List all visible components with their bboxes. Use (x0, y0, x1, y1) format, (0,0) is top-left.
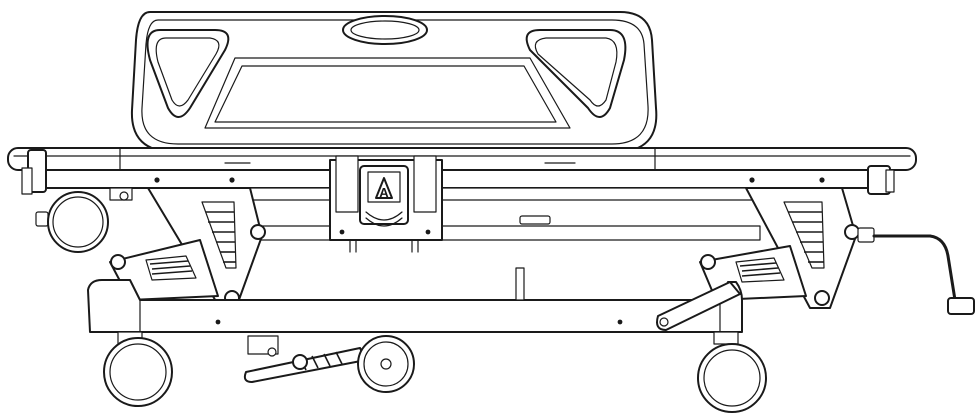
left-bracket (109, 187, 266, 309)
left-spool-icon (35, 187, 133, 253)
control-panel-icon: A (329, 155, 443, 253)
hand-crank-icon (857, 227, 975, 315)
base-frame (87, 267, 743, 333)
wheel-icon-right (697, 331, 767, 413)
side-rail-icon (130, 11, 658, 153)
panel-symbol: A (379, 185, 389, 200)
pedal-icon (243, 335, 415, 393)
right-bracket (699, 187, 860, 309)
top-deck (7, 147, 917, 171)
wheel-icon-left (103, 331, 173, 407)
